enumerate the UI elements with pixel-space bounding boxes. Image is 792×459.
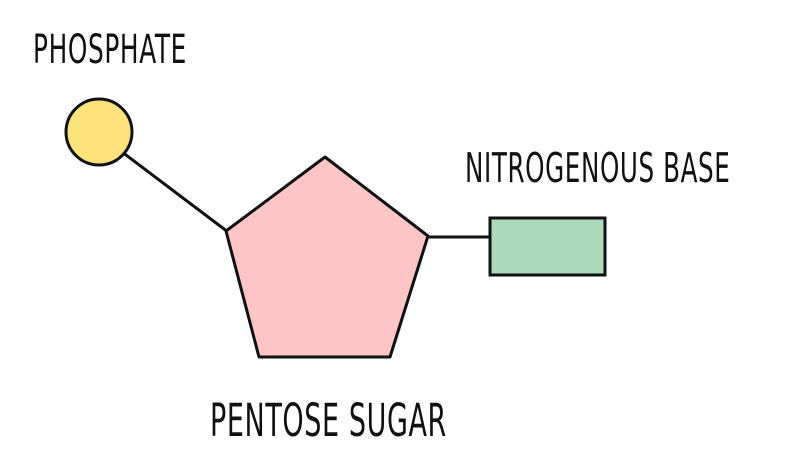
pentose-sugar-label: PENTOSE SUGAR: [210, 394, 447, 447]
phosphate-circle: [64, 97, 134, 167]
phosphate-label: PHOSPHATE: [33, 27, 187, 73]
pentose-sugar-pentagon: [224, 155, 430, 359]
phosphate-sugar-bond: [120, 150, 230, 234]
nitrogenous-base-label: NITROGENOUS BASE: [465, 144, 731, 192]
nitrogenous-base-rectangle: [488, 216, 607, 277]
